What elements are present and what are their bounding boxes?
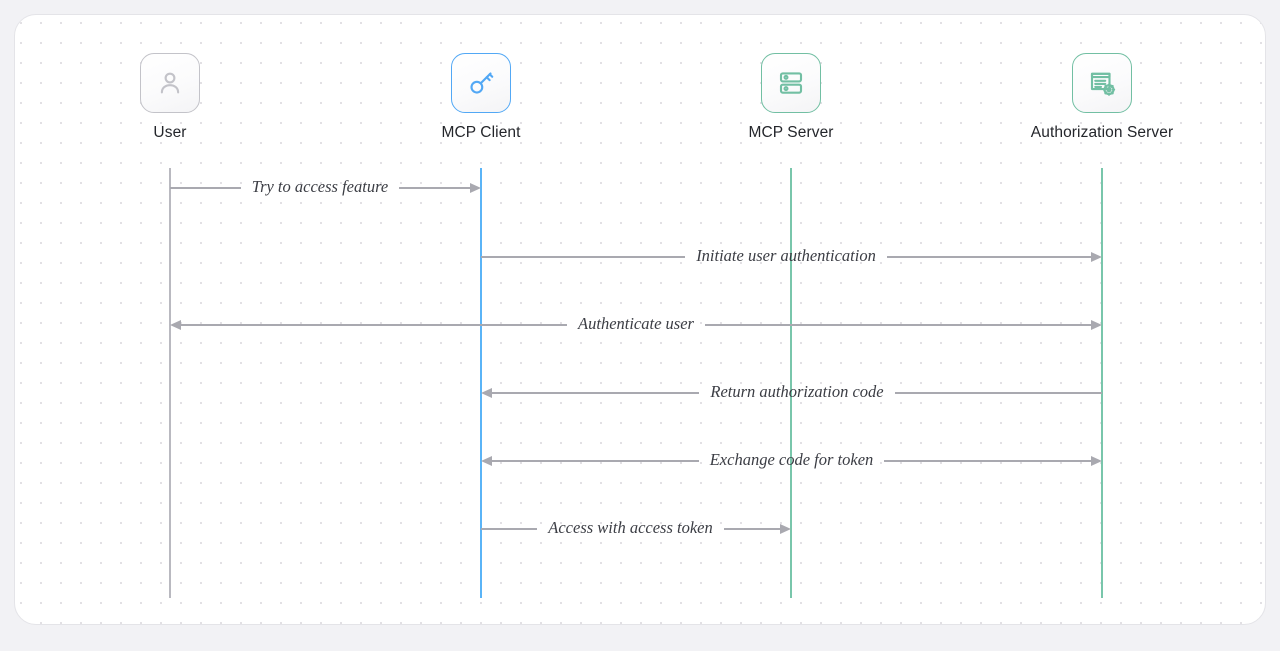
arrowhead-right-icon (470, 183, 482, 193)
lifeline-mcp-client (480, 168, 482, 598)
participant-user[interactable]: User (55, 53, 285, 142)
arrowhead-right-icon (1091, 456, 1102, 466)
arrowhead-left-icon (481, 388, 492, 398)
key-icon (451, 53, 511, 113)
sequence-diagram: User MCP Client MCP Server Authorization Se… (15, 15, 1265, 624)
message-label: Try to access feature (251, 176, 389, 196)
message-label: Initiate user authentication (696, 245, 876, 265)
lifeline-user (169, 168, 171, 598)
arrowhead-left-icon (170, 320, 181, 330)
participant-authorization-server[interactable]: Authorization Server (987, 53, 1217, 142)
message-arrow[interactable]: Try to access feature (170, 176, 482, 199)
message-label: Authenticate user (578, 313, 694, 333)
message-line-left (481, 256, 686, 258)
arrowhead-right-icon (1091, 320, 1102, 330)
server-rack-icon (761, 53, 821, 113)
diagram-canvas: User MCP Client MCP Server Authorization Se… (14, 14, 1266, 625)
message-line-right (886, 256, 1092, 258)
message-line-left (170, 187, 241, 189)
message-label: Access with access token (548, 517, 713, 537)
user-icon (140, 53, 200, 113)
message-line-left (481, 528, 538, 530)
message-arrow[interactable]: Exchange code for token (481, 450, 1102, 472)
message-line-right (884, 460, 1091, 462)
message-arrow[interactable]: Authenticate user (170, 314, 1102, 336)
participant-label: MCP Server (748, 124, 834, 141)
arrowhead-right-icon (1091, 252, 1103, 262)
message-arrow[interactable]: Access with access token (481, 517, 792, 540)
lifeline-authorization-server (1101, 168, 1103, 598)
message-line-right (894, 392, 1103, 394)
message-line-right (399, 187, 471, 189)
message-label: Exchange code for token (709, 449, 874, 469)
participant-label: MCP Client (441, 124, 521, 141)
message-arrow[interactable]: Initiate user authentication (481, 245, 1103, 268)
message-line-left (492, 392, 700, 394)
document-gear-icon (1072, 53, 1132, 113)
participant-mcp-server[interactable]: MCP Server (676, 53, 906, 142)
message-line-right (704, 324, 1091, 326)
arrowhead-left-icon (481, 456, 492, 466)
message-arrow[interactable]: Return authorization code (481, 381, 1103, 404)
lifeline-mcp-server (790, 168, 792, 598)
arrowhead-right-icon (780, 524, 792, 534)
message-line-left (492, 460, 699, 462)
message-line-left (181, 324, 568, 326)
message-label: Return authorization code (710, 381, 884, 401)
message-line-right (723, 528, 781, 530)
participant-label: User (153, 124, 187, 141)
participant-mcp-client[interactable]: MCP Client (366, 53, 596, 142)
participant-label: Authorization Server (1030, 124, 1174, 141)
